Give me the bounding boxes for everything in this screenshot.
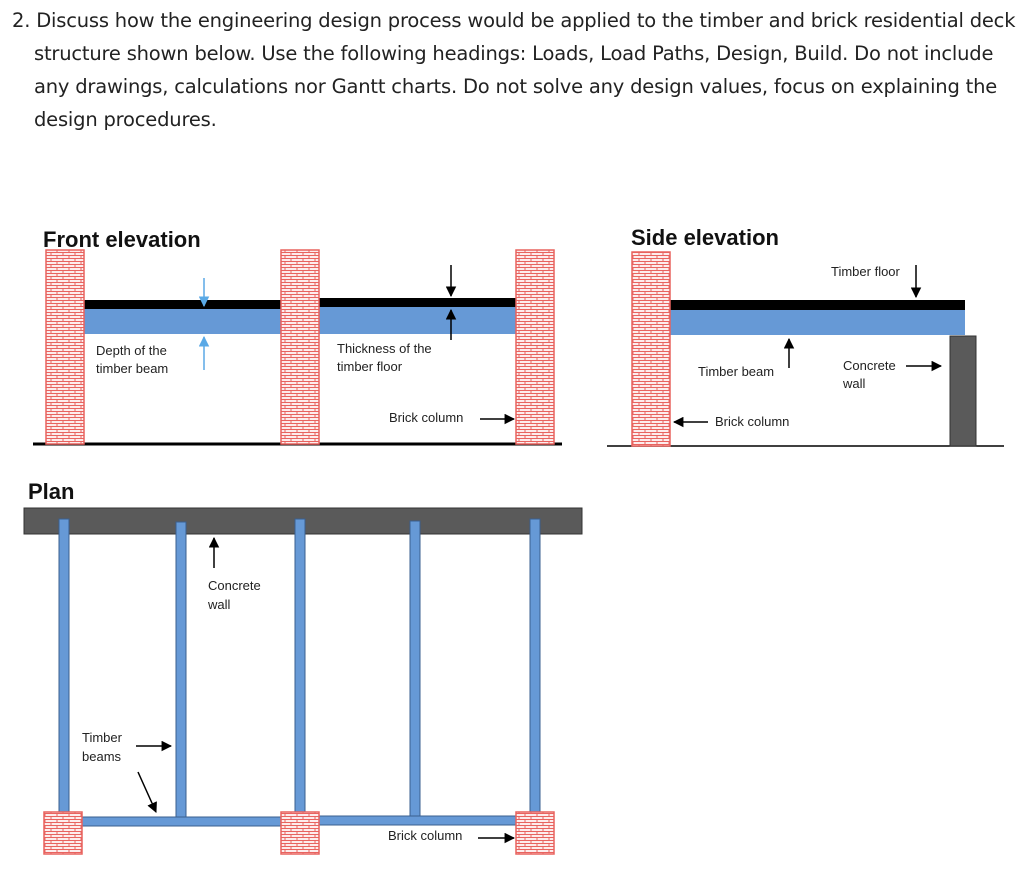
side-brick-column xyxy=(631,251,671,447)
front-timber-beam-right xyxy=(318,306,516,334)
plan-timber-beam-5 xyxy=(529,518,541,816)
front-depth-label-1: Depth of the xyxy=(96,343,167,358)
question-line-3: any drawings, calculations nor Gantt cha… xyxy=(34,75,998,98)
plan-brick-label: Brick column xyxy=(388,828,462,843)
plan-cross-beam-right xyxy=(317,815,517,826)
front-timber-floor-right xyxy=(318,298,516,307)
front-thickness-label-2: timber floor xyxy=(337,359,403,374)
side-floor-label: Timber floor xyxy=(831,264,901,279)
side-brick-label: Brick column xyxy=(715,414,789,429)
side-timber-beam xyxy=(669,309,965,335)
side-wall-label-1: Concrete xyxy=(843,358,896,373)
plan-brick-column-1 xyxy=(43,811,83,855)
plan-wall-label-1: Concrete xyxy=(208,578,261,593)
plan-beams-arrow-down xyxy=(137,771,157,813)
front-brick-label: Brick column xyxy=(389,410,463,425)
plan-view: Plan Concrete wall Timber beams Brick co… xyxy=(23,479,583,855)
plan-cross-beam-left xyxy=(81,816,283,827)
plan-beams-label-1: Timber xyxy=(82,730,123,745)
side-beam-label: Timber beam xyxy=(698,364,774,379)
question-line-2: structure shown below. Use the following… xyxy=(34,42,994,65)
side-timber-floor xyxy=(669,300,965,310)
question-text: 2. Discuss how the engineering design pr… xyxy=(12,4,1016,136)
front-timber-floor-left xyxy=(84,300,282,309)
side-wall-label-2: wall xyxy=(842,376,866,391)
plan-beams-label-2: beams xyxy=(82,749,122,764)
side-elevation-title: Side elevation xyxy=(631,225,779,250)
side-elevation: Side elevation Timber floor Timber beam … xyxy=(607,225,1004,447)
question-line-1: 2. Discuss how the engineering design pr… xyxy=(12,9,1016,32)
plan-timber-beam-2 xyxy=(175,521,187,818)
front-elevation-title: Front elevation xyxy=(43,227,201,252)
plan-timber-beam-3 xyxy=(294,518,306,816)
plan-timber-beam-4 xyxy=(409,520,421,817)
side-concrete-wall xyxy=(949,335,977,447)
plan-timber-beam-1 xyxy=(58,518,70,816)
front-elevation: Front elevation Depth of the timber beam… xyxy=(33,227,562,446)
question-line-4: design procedures. xyxy=(34,108,217,131)
plan-brick-column-3 xyxy=(515,811,555,855)
front-brick-column-2 xyxy=(280,249,320,445)
plan-wall-label-2: wall xyxy=(207,597,231,612)
plan-title: Plan xyxy=(28,479,74,504)
front-thickness-label-1: Thickness of the xyxy=(337,341,432,356)
plan-brick-column-2 xyxy=(280,811,320,855)
front-timber-beam-left xyxy=(84,308,282,334)
front-depth-label-2: timber beam xyxy=(96,361,168,376)
front-brick-column-3 xyxy=(515,249,555,445)
front-brick-column-1 xyxy=(45,249,85,445)
